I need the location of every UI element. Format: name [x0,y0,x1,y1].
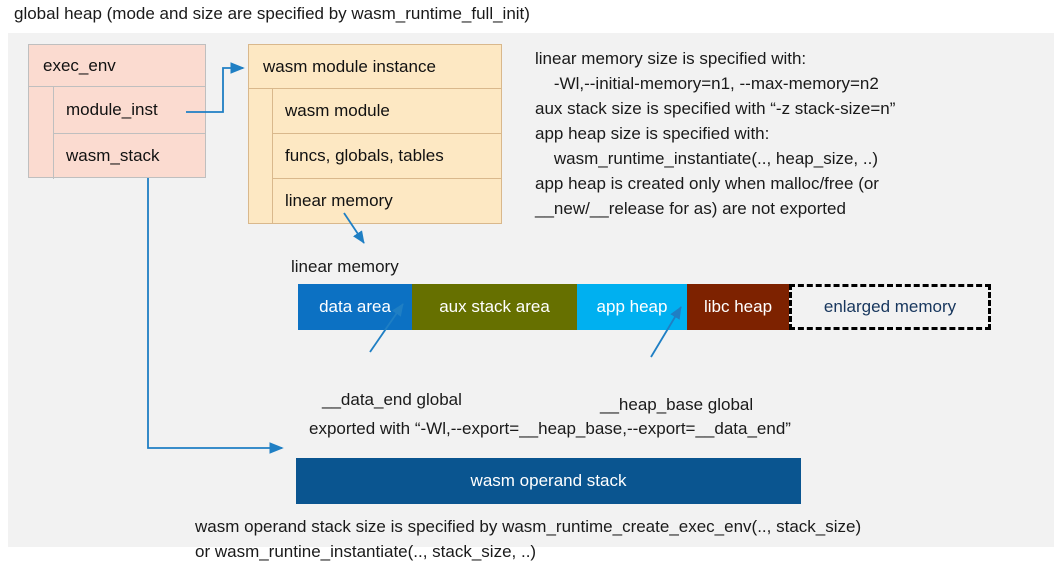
module-instance-field-wasm-module: wasm module [273,89,501,134]
linear-memory-note: linear memory size is specified with: -W… [535,49,896,218]
linear-memory-caption: linear memory [291,257,399,276]
exec-env-box: exec_env module_inst wasm_stack [28,44,206,179]
annotation-exported-with: exported with “-Wl,--export=__heap_base,… [309,419,791,438]
operand-stack-note: wasm operand stack size is specified by … [195,517,862,561]
memory-segment-enlarged-memory: enlarged memory [789,284,991,330]
diagram-panel: exec_env module_inst wasm_stack wasm mod… [8,33,1054,561]
module-instance-gutter [249,89,273,223]
memory-segment-data-area: data area [298,284,412,330]
diagram-root: global heap (mode and size are specified… [8,4,1054,561]
wasm-operand-stack-box: wasm operand stack [296,458,801,504]
exec-env-field-module-inst: module_inst [54,87,205,134]
exec-env-gutter [29,87,54,179]
memory-segment-app-heap: app heap [577,284,687,330]
exec-env-field-wasm-stack: wasm_stack [66,146,160,166]
exec-env-fields: module_inst wasm_stack [29,87,205,179]
wasm-module-instance-box: wasm module instance wasm module funcs, … [248,44,502,224]
module-instance-fields: wasm module funcs, globals, tables linea… [249,89,501,223]
annotation-data-end: __data_end global [322,390,462,409]
module-instance-header: wasm module instance [249,45,501,89]
module-instance-field-funcs-globals-tables: funcs, globals, tables [273,134,501,179]
module-instance-field-linear-memory: linear memory [285,191,393,210]
memory-segment-libc-heap: libc heap [687,284,789,330]
exec-env-header: exec_env [29,45,205,87]
page-title: global heap (mode and size are specified… [14,4,530,23]
memory-segment-aux-stack-area: aux stack area [412,284,577,330]
annotation-heap-base: __heap_base global [600,395,754,414]
